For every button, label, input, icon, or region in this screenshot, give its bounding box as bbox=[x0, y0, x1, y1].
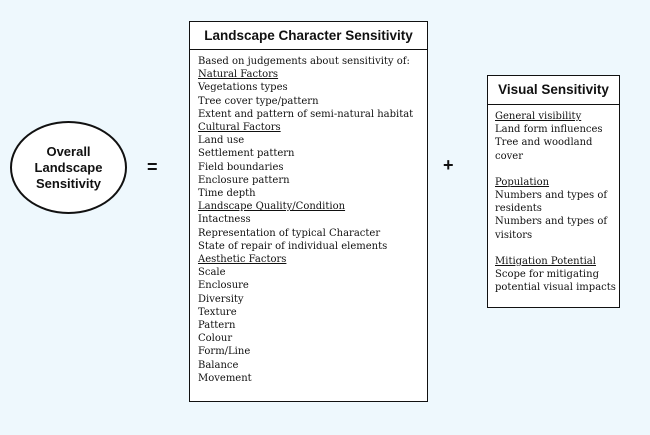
list-item: Field boundaries bbox=[198, 161, 284, 173]
list-item: Intactness bbox=[198, 214, 251, 226]
section-heading-population: Population bbox=[495, 176, 550, 188]
overall-line-1: Overall bbox=[46, 143, 91, 159]
section-heading-aesthetic-factors: Aesthetic Factors bbox=[198, 254, 287, 266]
list-item: Settlement pattern bbox=[198, 148, 295, 160]
section-heading-mitigation-potential: Mitigation Potential bbox=[495, 255, 596, 267]
landscape-character-sensitivity-box: Landscape Character Sensitivity Based on… bbox=[189, 21, 428, 402]
list-item: Pattern bbox=[198, 320, 236, 332]
section-heading-cultural-factors: Cultural Factors bbox=[198, 122, 281, 134]
list-item: Numbers and types of visitors bbox=[495, 216, 608, 241]
overall-line-3: Sensitivity bbox=[35, 175, 102, 191]
overall-line-2: Landscape bbox=[34, 159, 103, 175]
section-spacer bbox=[495, 163, 619, 176]
list-item: Numbers and types of residents bbox=[495, 190, 608, 215]
list-item: State of repair of individual elements bbox=[198, 240, 388, 252]
list-item: Scale bbox=[198, 267, 226, 279]
section-heading-landscape-quality: Landscape Quality/Condition bbox=[198, 201, 346, 213]
visual-sensitivity-box: Visual Sensitivity General visibility La… bbox=[487, 75, 620, 308]
section-heading-natural-factors: Natural Factors bbox=[198, 69, 279, 81]
landscape-box-title: Landscape Character Sensitivity bbox=[190, 22, 427, 50]
landscape-intro: Based on judgements about sensitivity of… bbox=[198, 56, 410, 67]
list-item: Land use bbox=[198, 135, 245, 147]
list-item: Representation of typical Character bbox=[198, 227, 381, 239]
list-item: Vegetations types bbox=[198, 82, 288, 94]
list-item: Movement bbox=[198, 372, 252, 384]
list-item: Time depth bbox=[198, 188, 256, 200]
visual-box-body: General visibility Land form influences … bbox=[488, 105, 619, 294]
list-item: Tree cover type/pattern bbox=[198, 95, 319, 107]
visual-box-title: Visual Sensitivity bbox=[488, 76, 619, 105]
equals-sign: = bbox=[147, 157, 158, 177]
list-item: Balance bbox=[198, 359, 239, 371]
section-spacer bbox=[495, 242, 619, 255]
section-heading-general-visibility: General visibility bbox=[495, 111, 582, 122]
list-item: Extent and pattern of semi-natural habit… bbox=[198, 108, 414, 120]
list-item: Tree and woodland cover bbox=[495, 137, 593, 162]
list-item: Form/Line bbox=[198, 346, 251, 358]
list-item: Scope for mitigating potential visual im… bbox=[495, 269, 616, 294]
list-item: Texture bbox=[198, 306, 237, 318]
list-item: Colour bbox=[198, 333, 233, 345]
list-item: Enclosure pattern bbox=[198, 174, 290, 186]
landscape-box-body: Based on judgements about sensitivity of… bbox=[190, 50, 427, 385]
plus-sign: + bbox=[443, 155, 454, 175]
list-item: Land form influences bbox=[495, 124, 603, 136]
overall-landscape-sensitivity-node: Overall Landscape Sensitivity bbox=[10, 121, 127, 214]
list-item: Diversity bbox=[198, 293, 244, 305]
list-item: Enclosure bbox=[198, 280, 249, 292]
